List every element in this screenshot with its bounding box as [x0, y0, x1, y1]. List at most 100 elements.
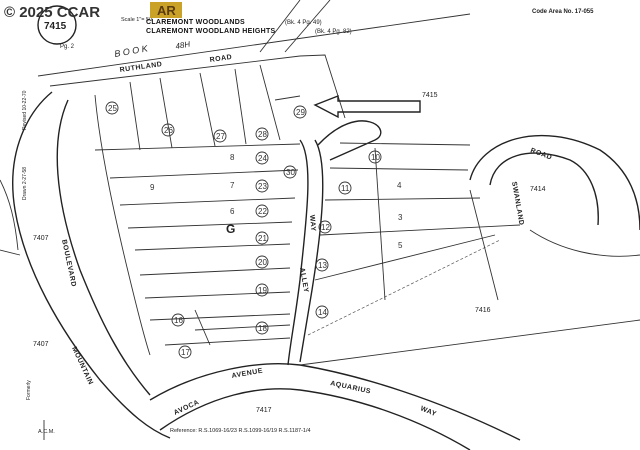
parcel-14: 14 [315, 305, 329, 319]
parcel-numbers: 29 28 27 26 30 25 24 23 22 21 20 19 18 1… [105, 101, 403, 359]
parcel-26: 26 [161, 123, 175, 137]
parcel-13: 13 [315, 258, 329, 272]
subdivision-2-ref: (Bk. 4 Pg. 82) [315, 29, 352, 35]
avoca-south-edge [159, 388, 471, 450]
adjacent-book-7417: 7417 [256, 407, 272, 414]
page-label: Pg. 2 [60, 44, 75, 50]
parcel-6: 6 [230, 207, 235, 216]
parcel-30: 30 [283, 165, 297, 179]
scale-label: Scale 1"= 50' [121, 17, 153, 23]
road-label-rutland-suffix: ROAD [209, 54, 232, 64]
revised-stamp: Revised 10-22-70 [22, 90, 28, 130]
code-area: Code Area No. 17-055 [532, 9, 594, 15]
adjacent-book-7414: 7414 [530, 186, 546, 193]
boulevard-west-edge [12, 91, 171, 439]
adjacent-book-7415: 7415 [422, 92, 438, 99]
watermark: AR © 2025 CCAR [4, 2, 182, 21]
parcel-8: 8 [230, 153, 235, 162]
subdivision-2: CLAREMONT WOODLAND HEIGHTS [146, 28, 276, 35]
svg-text:13: 13 [318, 261, 327, 270]
swanland-road-inner [489, 152, 599, 226]
parcel-25: 25 [105, 101, 119, 115]
parcel-5: 5 [398, 241, 403, 250]
svg-text:14: 14 [318, 308, 327, 317]
initials: A.C.M. [38, 429, 55, 435]
svg-text:11: 11 [341, 184, 350, 193]
road-label-alley: ALLEY [298, 267, 309, 293]
parcel-28: 28 [255, 127, 269, 141]
book-stamp-number: 48H [175, 40, 191, 51]
svg-text:10: 10 [371, 153, 380, 162]
parcel-27: 27 [213, 129, 227, 143]
parcel-23: 23 [255, 179, 269, 193]
adjacent-book-7407-north: 7407 [33, 235, 49, 242]
book-stamp: B O O K [114, 43, 150, 59]
parcel-12: 12 [318, 220, 332, 234]
svg-text:28: 28 [258, 130, 267, 139]
svg-text:22: 22 [258, 207, 267, 216]
parcel-17: 17 [178, 345, 192, 359]
alley-cul-de-sac [317, 120, 382, 161]
parcel-4: 4 [397, 181, 402, 190]
svg-text:18: 18 [258, 324, 267, 333]
road-label-aquarius: AQUARIUS [330, 380, 372, 395]
arrow-pointer [313, 94, 421, 119]
adjacent-book-7416: 7416 [475, 307, 491, 314]
parcel-18: 18 [255, 321, 269, 335]
parcel-16: 16 [171, 313, 185, 327]
parcel-22: 22 [255, 204, 269, 218]
avoca-north-edge [149, 363, 521, 441]
svg-text:26: 26 [164, 126, 173, 135]
alley-way-east [299, 139, 324, 363]
header: 7415 Pg. 2 Scale 1"= 50' CLAREMONT WOODL… [37, 5, 594, 59]
book-number-circle [37, 5, 77, 45]
parcel-11: 11 [338, 181, 352, 195]
formerly-label: Formerly [26, 380, 32, 400]
adjacent-book-7407-south: 7407 [33, 341, 49, 348]
svg-text:12: 12 [321, 223, 330, 232]
parcel-3: 3 [398, 213, 403, 222]
road-label-aquarius-way: WAY [419, 405, 437, 418]
alley-way-west [287, 139, 309, 366]
parcel-19: 19 [255, 283, 269, 297]
svg-text:29: 29 [296, 108, 305, 117]
ccar-logo [150, 2, 182, 18]
block-letter: G [226, 222, 235, 236]
footer: A.C.M. Reference: R.S.1069-16/23 R.S.109… [38, 428, 311, 435]
road-label-avenue: AVENUE [231, 368, 263, 380]
swanland-road-outer [469, 134, 640, 231]
rutland-road-south-edge [49, 55, 301, 87]
parcel-9: 9 [150, 183, 155, 192]
ccar-logo-mark: AR [157, 3, 176, 18]
svg-text:27: 27 [216, 132, 225, 141]
road-label-road-ne: ROAD [529, 147, 553, 161]
subdivision-1-ref: (Bk. 4 Pg. 49) [285, 20, 322, 26]
parcel-29: 29 [293, 105, 307, 119]
boulevard-east-edge [56, 99, 151, 396]
svg-text:20: 20 [258, 258, 267, 267]
svg-text:23: 23 [258, 182, 267, 191]
book-number: 7415 [44, 21, 67, 32]
svg-text:24: 24 [258, 154, 267, 163]
subdivision-1: CLAREMONT WOODLANDS [146, 19, 245, 26]
parcel-20: 20 [255, 255, 269, 269]
road-label-swanland: SWANLAND [510, 181, 525, 226]
road-label-boulevard: BOULEVARD [60, 239, 77, 288]
adjacent-books: 7415 7414 7407 7407 7416 7417 [33, 92, 546, 414]
svg-text:17: 17 [181, 348, 190, 357]
svg-text:19: 19 [258, 286, 267, 295]
side-labels: Revised 10-22-70 Drawn 2-27-58 Formerly [22, 90, 32, 400]
parcel-7: 7 [230, 181, 235, 190]
rutland-road-north-edge [37, 13, 471, 77]
svg-text:16: 16 [174, 316, 183, 325]
road-label-way: WAY [308, 215, 316, 232]
parcel-21: 21 [255, 231, 269, 245]
svg-text:30: 30 [286, 168, 295, 177]
watermark-text: © 2025 CCAR [4, 4, 100, 21]
reference-line: Reference: R.S.1069-16/23 R.S.1099-16/19… [170, 428, 311, 434]
parcel-24: 24 [255, 151, 269, 165]
svg-text:25: 25 [108, 104, 117, 113]
parcel-10: 10 [368, 150, 382, 164]
